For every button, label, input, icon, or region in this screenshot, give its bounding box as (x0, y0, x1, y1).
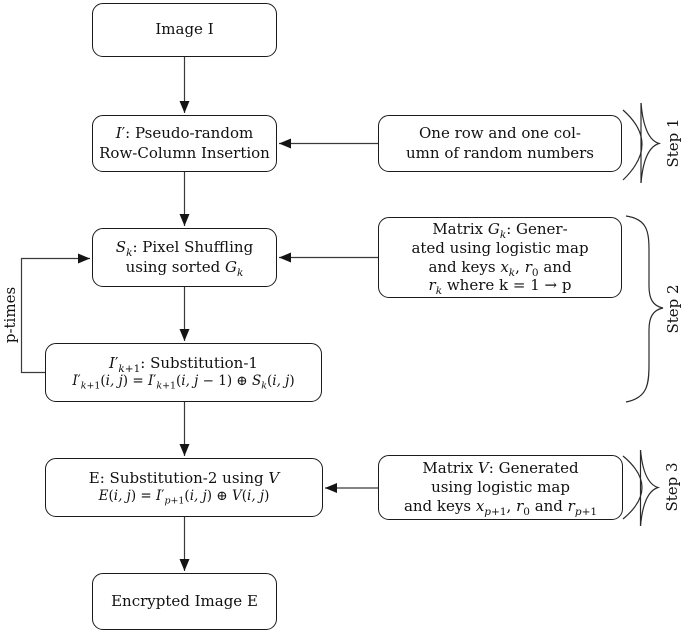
node-matrix-v: Matrix V: Generated using logistic map a… (378, 455, 623, 520)
node-image-i: Image I (92, 3, 277, 57)
node-matrix-v-line1: Matrix V: Generated (422, 458, 579, 477)
node-substitution-2-title: E: Substitution-2 using V (88, 468, 280, 487)
node-matrix-v-line2: using logistic map (431, 477, 570, 496)
node-row-column-insertion: I′: Pseudo-random Row-Column Insertion (92, 115, 277, 172)
node-substitution-1: I′k+1: Substitution-1 I′k+1(i, j) = I′k+… (45, 343, 322, 402)
node-substitution-1-title: I′k+1: Substitution-1 (109, 353, 258, 375)
node-matrix-v-line3: and keys xp+1, r0 and rp+1 (403, 497, 598, 519)
node-substitution-2-equation: E(i, j) = I′p+1(i, j) ⊕ V(i, j) (98, 488, 270, 508)
node-row-column-insertion-line2: Row-Column Insertion (99, 143, 270, 162)
step1-brace (622, 102, 662, 184)
node-matrix-gk-line1: Matrix Gk: Gener- (432, 219, 568, 241)
node-matrix-gk-line4: rk where k = 1 → p (428, 276, 572, 298)
node-pixel-shuffling: Sk: Pixel Shuffling using sorted Gk (92, 228, 277, 287)
step1-label: Step 1 (664, 118, 682, 168)
node-random-numbers-line2: umn of random numbers (406, 143, 594, 162)
node-row-column-insertion-line1: I′: Pseudo-random (115, 123, 254, 142)
node-matrix-gk: Matrix Gk: Gener- ated using logistic ma… (378, 217, 622, 298)
node-substitution-2: E: Substitution-2 using V E(i, j) = I′p+… (45, 458, 323, 517)
node-matrix-gk-line3: and keys xk, r0 and (428, 257, 572, 279)
node-matrix-gk-line2: ated using logistic map (411, 238, 589, 257)
step3-label: Step 3 (663, 462, 681, 512)
node-random-numbers-line1: One row and one col- (418, 123, 582, 142)
node-random-numbers: One row and one col- umn of random numbe… (378, 115, 622, 172)
node-encrypted-image-label: Encrypted Image E (111, 591, 258, 610)
loop-label-p-times: p-times (1, 286, 19, 344)
step3-brace (622, 449, 661, 527)
node-pixel-shuffling-line2: using sorted Gk (125, 257, 244, 279)
node-pixel-shuffling-line1: Sk: Pixel Shuffling (115, 237, 254, 259)
step2-label: Step 2 (664, 284, 682, 334)
node-image-i-label: Image I (155, 20, 214, 39)
step2-brace (625, 215, 664, 403)
node-encrypted-image: Encrypted Image E (92, 573, 277, 630)
node-substitution-1-equation: I′k+1(i, j) = I′k+1(i, j − 1) ⊕ Sk(i, j) (72, 373, 295, 393)
